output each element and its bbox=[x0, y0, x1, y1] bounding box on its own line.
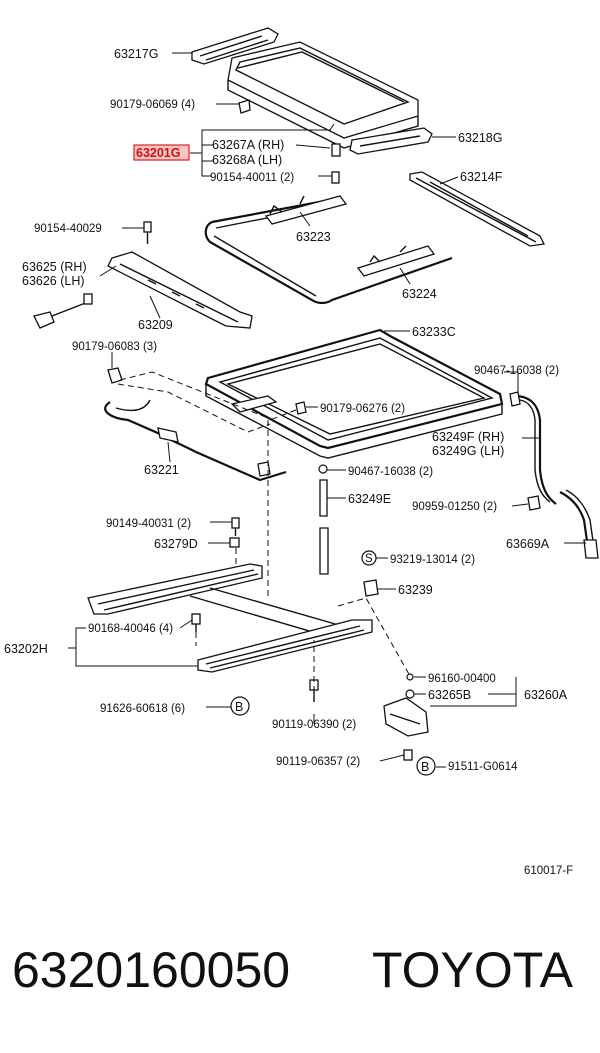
part-clip-06083-drawing bbox=[107, 367, 123, 384]
part-bolts-small-drawing bbox=[331, 143, 341, 184]
label-63249f: 63249F (RH) bbox=[432, 430, 504, 444]
label-90119-06357: 90119-06357 (2) bbox=[276, 756, 360, 768]
label-96160-00400: 96160-00400 bbox=[428, 673, 496, 685]
label-90168-40046: 90168-40046 (4) bbox=[88, 623, 173, 635]
part-clip-06276-drawing bbox=[295, 401, 307, 415]
footer-caption: 6320160050 TOYOTA bbox=[0, 935, 600, 1005]
b-marker-letter-1: B bbox=[235, 700, 243, 714]
footer-brand: TOYOTA bbox=[372, 942, 573, 998]
s-marker-letter: S bbox=[365, 553, 373, 565]
part-63223-63224-frame-drawing bbox=[204, 195, 453, 305]
part-bolt-40046-drawing bbox=[191, 613, 201, 632]
label-90467-16038-upper: 90467-16038 (2) bbox=[474, 365, 559, 377]
label-63201g-highlighted[interactable]: 63201G bbox=[136, 146, 180, 160]
label-63265b: 63265B bbox=[428, 688, 471, 702]
label-63669a: 63669A bbox=[506, 537, 550, 551]
label-63223: 63223 bbox=[296, 230, 331, 244]
label-90154-40029: 90154-40029 bbox=[34, 223, 102, 235]
label-63224: 63224 bbox=[402, 287, 437, 301]
label-91626-60618: 91626-60618 (6) bbox=[100, 703, 185, 715]
label-63249e: 63249E bbox=[348, 492, 391, 506]
label-63625: 63625 (RH) bbox=[22, 260, 87, 274]
part-bolt-40031-drawing bbox=[231, 517, 240, 536]
label-90179-06083: 90179-06083 (3) bbox=[72, 341, 157, 353]
part-clip-06069-drawing bbox=[238, 99, 251, 114]
part-glass-panel-drawing bbox=[227, 41, 419, 149]
label-63626: 63626 (LH) bbox=[22, 274, 85, 288]
part-63260a-motor-drawing bbox=[383, 673, 429, 761]
label-63217g: 63217G bbox=[114, 47, 158, 61]
footer-part-number: 6320160050 bbox=[12, 942, 291, 998]
label-63279d: 63279D bbox=[154, 537, 198, 551]
label-91511-g0614: 91511-G0614 bbox=[448, 761, 518, 773]
label-90154-40011: 90154-40011 (2) bbox=[210, 172, 294, 184]
label-63239: 63239 bbox=[398, 583, 433, 597]
label-63218g: 63218G bbox=[458, 131, 502, 145]
part-clip-16038-drawing bbox=[318, 464, 328, 474]
part-63669a-hose-drawing bbox=[559, 489, 599, 559]
part-63239-drawing bbox=[363, 579, 379, 597]
part-63233c-frame-drawing bbox=[204, 328, 504, 459]
label-63209: 63209 bbox=[138, 318, 173, 332]
label-90959-01250: 90959-01250 (2) bbox=[412, 501, 497, 513]
label-90149-40031: 90149-40031 (2) bbox=[106, 518, 191, 530]
figure-code: 610017-F bbox=[524, 865, 573, 877]
part-63249e-tube-drawing bbox=[319, 479, 329, 575]
part-bolt-40029-drawing bbox=[143, 221, 152, 244]
label-63260a: 63260A bbox=[524, 688, 568, 702]
label-90119-06390: 90119-06390 (2) bbox=[272, 719, 356, 731]
part-63221-cable-drawing bbox=[104, 399, 287, 482]
part-63249fg-hose-drawing bbox=[509, 391, 557, 511]
label-63202h: 63202H bbox=[4, 642, 48, 656]
label-63249g: 63249G (LH) bbox=[432, 444, 504, 458]
b-marker-letter-2: B bbox=[421, 760, 429, 774]
label-63233c: 63233C bbox=[412, 325, 456, 339]
part-63214f-drawing bbox=[409, 171, 545, 247]
label-63221: 63221 bbox=[144, 463, 179, 477]
label-93219-13014: 93219-13014 (2) bbox=[390, 554, 475, 566]
label-90179-06276: 90179-06276 (2) bbox=[320, 403, 405, 415]
label-90179-06069: 90179-06069 (4) bbox=[110, 99, 195, 111]
part-63202h-rail-drawing bbox=[87, 563, 373, 673]
part-63279d-drawing bbox=[229, 537, 240, 548]
leader-lines bbox=[68, 52, 586, 768]
label-63267a: 63267A (RH) bbox=[212, 138, 284, 152]
dashed-connectors bbox=[117, 371, 411, 702]
part-63625-link-drawing bbox=[33, 293, 93, 329]
highlight-63201g-box bbox=[133, 144, 190, 161]
label-63214f: 63214F bbox=[460, 170, 503, 184]
label-63268a: 63268A (LH) bbox=[212, 153, 282, 167]
part-63217g-drawing bbox=[191, 27, 279, 65]
part-63218g-drawing bbox=[349, 127, 433, 155]
label-90467-16038-lower: 90467-16038 (2) bbox=[348, 466, 433, 478]
part-63209-drawing bbox=[107, 251, 253, 329]
b-marker-circle-2 bbox=[416, 756, 436, 776]
b-marker-circle-1 bbox=[230, 696, 250, 716]
s-marker-circle bbox=[361, 550, 377, 566]
